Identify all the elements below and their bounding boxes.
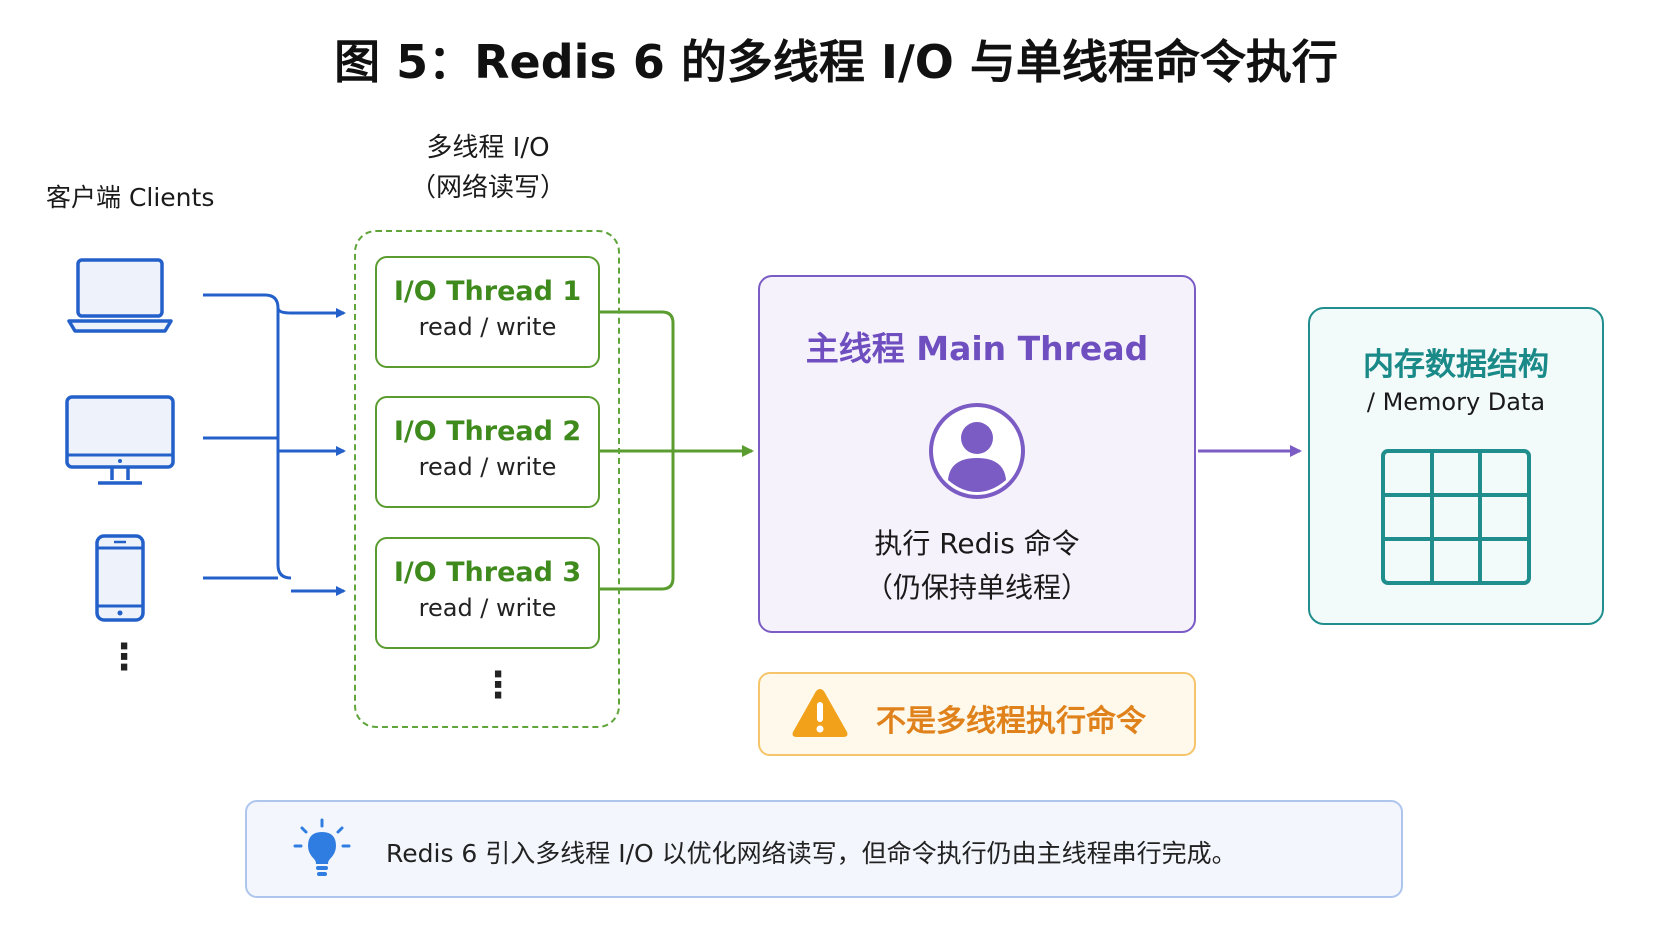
main-thread-description: 执行 Redis 命令 （仍保持单线程） (758, 522, 1196, 610)
main-thread-box (758, 275, 1196, 633)
io-thread-group (354, 230, 620, 728)
user-icon (929, 403, 1025, 499)
note-text: Redis 6 引入多线程 I/O 以优化网络读写，但命令执行仍由主线程串行完成… (386, 839, 1237, 868)
io-thread-3-box: I/O Thread 3 read / write (375, 537, 600, 649)
warning-icon (792, 689, 848, 737)
io-group-label-line2: （网络读写） (409, 173, 566, 203)
main-thread-desc-line1: 执行 Redis 命令 (874, 527, 1080, 560)
io-thread-1-box: I/O Thread 1 read / write (375, 256, 600, 368)
clients-more-indicator: ⋮ (106, 637, 142, 678)
memory-data-title: 内存数据结构 (1363, 347, 1549, 383)
main-thread-title: 主线程 Main Thread (805, 329, 1149, 368)
warning-text: 不是多线程执行命令 (876, 704, 1146, 739)
clients-label: 客户端 Clients (46, 183, 215, 212)
warning-callout (758, 672, 1196, 756)
io-group-label-line1: 多线程 I/O (426, 133, 550, 163)
io-thread-title: I/O Thread 1 (393, 276, 582, 307)
lightbulb-icon (293, 818, 351, 876)
desktop-monitor-icon (65, 395, 175, 485)
io-thread-subtitle: read / write (418, 313, 557, 341)
smartphone-icon (95, 534, 145, 622)
note-callout (245, 800, 1403, 898)
io-thread-title: I/O Thread 3 (393, 557, 582, 588)
main-thread-desc-line2: （仍保持单线程） (864, 571, 1089, 604)
memory-data-subtitle: / Memory Data (1366, 388, 1546, 416)
diagram-title: 图 5：Redis 6 的多线程 I/O 与单线程命令执行 (334, 35, 1338, 89)
io-to-main-arrows (600, 310, 754, 591)
laptop-icon (67, 258, 173, 333)
client-to-io-arrows (203, 293, 346, 596)
io-thread-2-box: I/O Thread 2 read / write (375, 396, 600, 508)
io-thread-subtitle: read / write (418, 594, 557, 622)
io-thread-title: I/O Thread 2 (393, 416, 582, 447)
io-group-label: 多线程 I/O （网络读写） (358, 128, 618, 208)
io-threads-more-indicator: ⋮ (480, 665, 516, 706)
table-grid-icon (1381, 449, 1531, 585)
io-thread-subtitle: read / write (418, 453, 557, 481)
